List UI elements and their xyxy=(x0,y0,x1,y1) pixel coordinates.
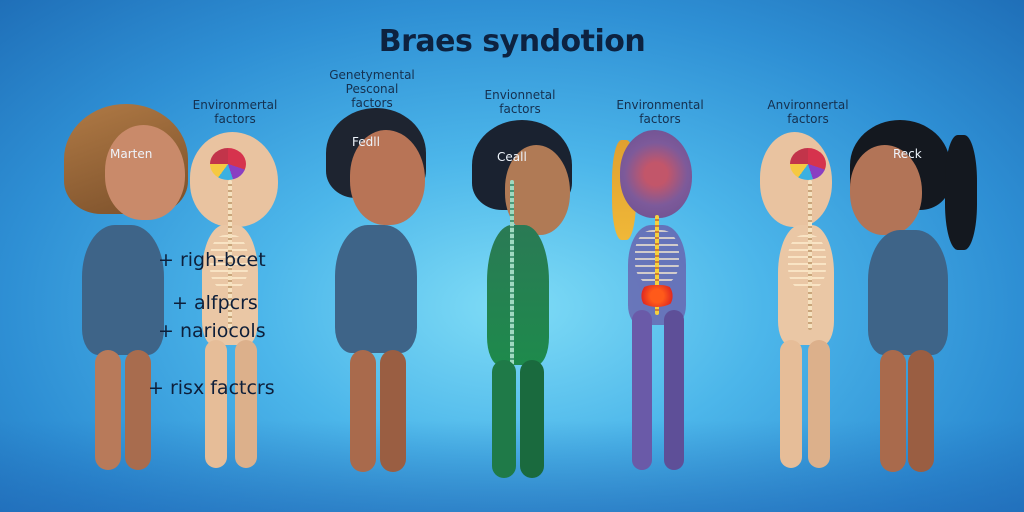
bullet-item-3: + nariocols xyxy=(158,320,266,342)
factor-label-2: Genetymental Pesconal factors xyxy=(329,68,415,110)
leg xyxy=(380,350,406,472)
leg xyxy=(235,340,257,468)
factor-label-3: Envionnetal factors xyxy=(484,88,556,116)
head xyxy=(350,130,425,225)
pelvis xyxy=(638,285,676,307)
bullet-item-4: + risx factcrs xyxy=(148,377,275,399)
factor-label-1: Environmertal factors xyxy=(192,98,278,126)
leg xyxy=(908,350,934,472)
spine xyxy=(655,215,659,315)
leg xyxy=(520,360,544,478)
leg xyxy=(664,310,684,470)
torso xyxy=(868,230,948,355)
leg xyxy=(880,350,906,472)
factor-label-5: Anvironnertal factors xyxy=(767,98,849,126)
leg xyxy=(125,350,151,470)
head xyxy=(620,130,692,218)
spine xyxy=(228,180,232,330)
head xyxy=(850,145,922,235)
factor-label-4: Environmental factors xyxy=(616,98,704,126)
bullet-item-1: + righ-bcet xyxy=(158,249,266,271)
leg xyxy=(205,340,227,468)
leg xyxy=(632,310,652,470)
page-title: Braes syndotion xyxy=(378,24,646,59)
leg xyxy=(492,360,516,478)
head xyxy=(105,125,185,220)
bullet-item-2: + alfpcrs xyxy=(172,292,258,314)
ribcage xyxy=(788,235,826,290)
leg xyxy=(350,350,376,472)
name-tag-ceall: Ceall xyxy=(497,150,527,164)
name-tag-fedll: Fedll xyxy=(352,135,380,149)
name-tag-marten: Marten xyxy=(110,147,153,161)
spine xyxy=(510,180,514,460)
head xyxy=(190,132,278,227)
head xyxy=(760,132,832,227)
torso xyxy=(335,225,417,353)
spine xyxy=(808,180,812,330)
brain-icon xyxy=(210,148,246,180)
leg xyxy=(808,340,830,468)
brain-icon xyxy=(790,148,826,180)
head xyxy=(505,145,570,235)
torso xyxy=(487,225,549,365)
ponytail xyxy=(945,135,977,250)
leg xyxy=(780,340,802,468)
leg xyxy=(95,350,121,470)
name-tag-reck: Reck xyxy=(893,147,922,161)
torso xyxy=(82,225,164,355)
